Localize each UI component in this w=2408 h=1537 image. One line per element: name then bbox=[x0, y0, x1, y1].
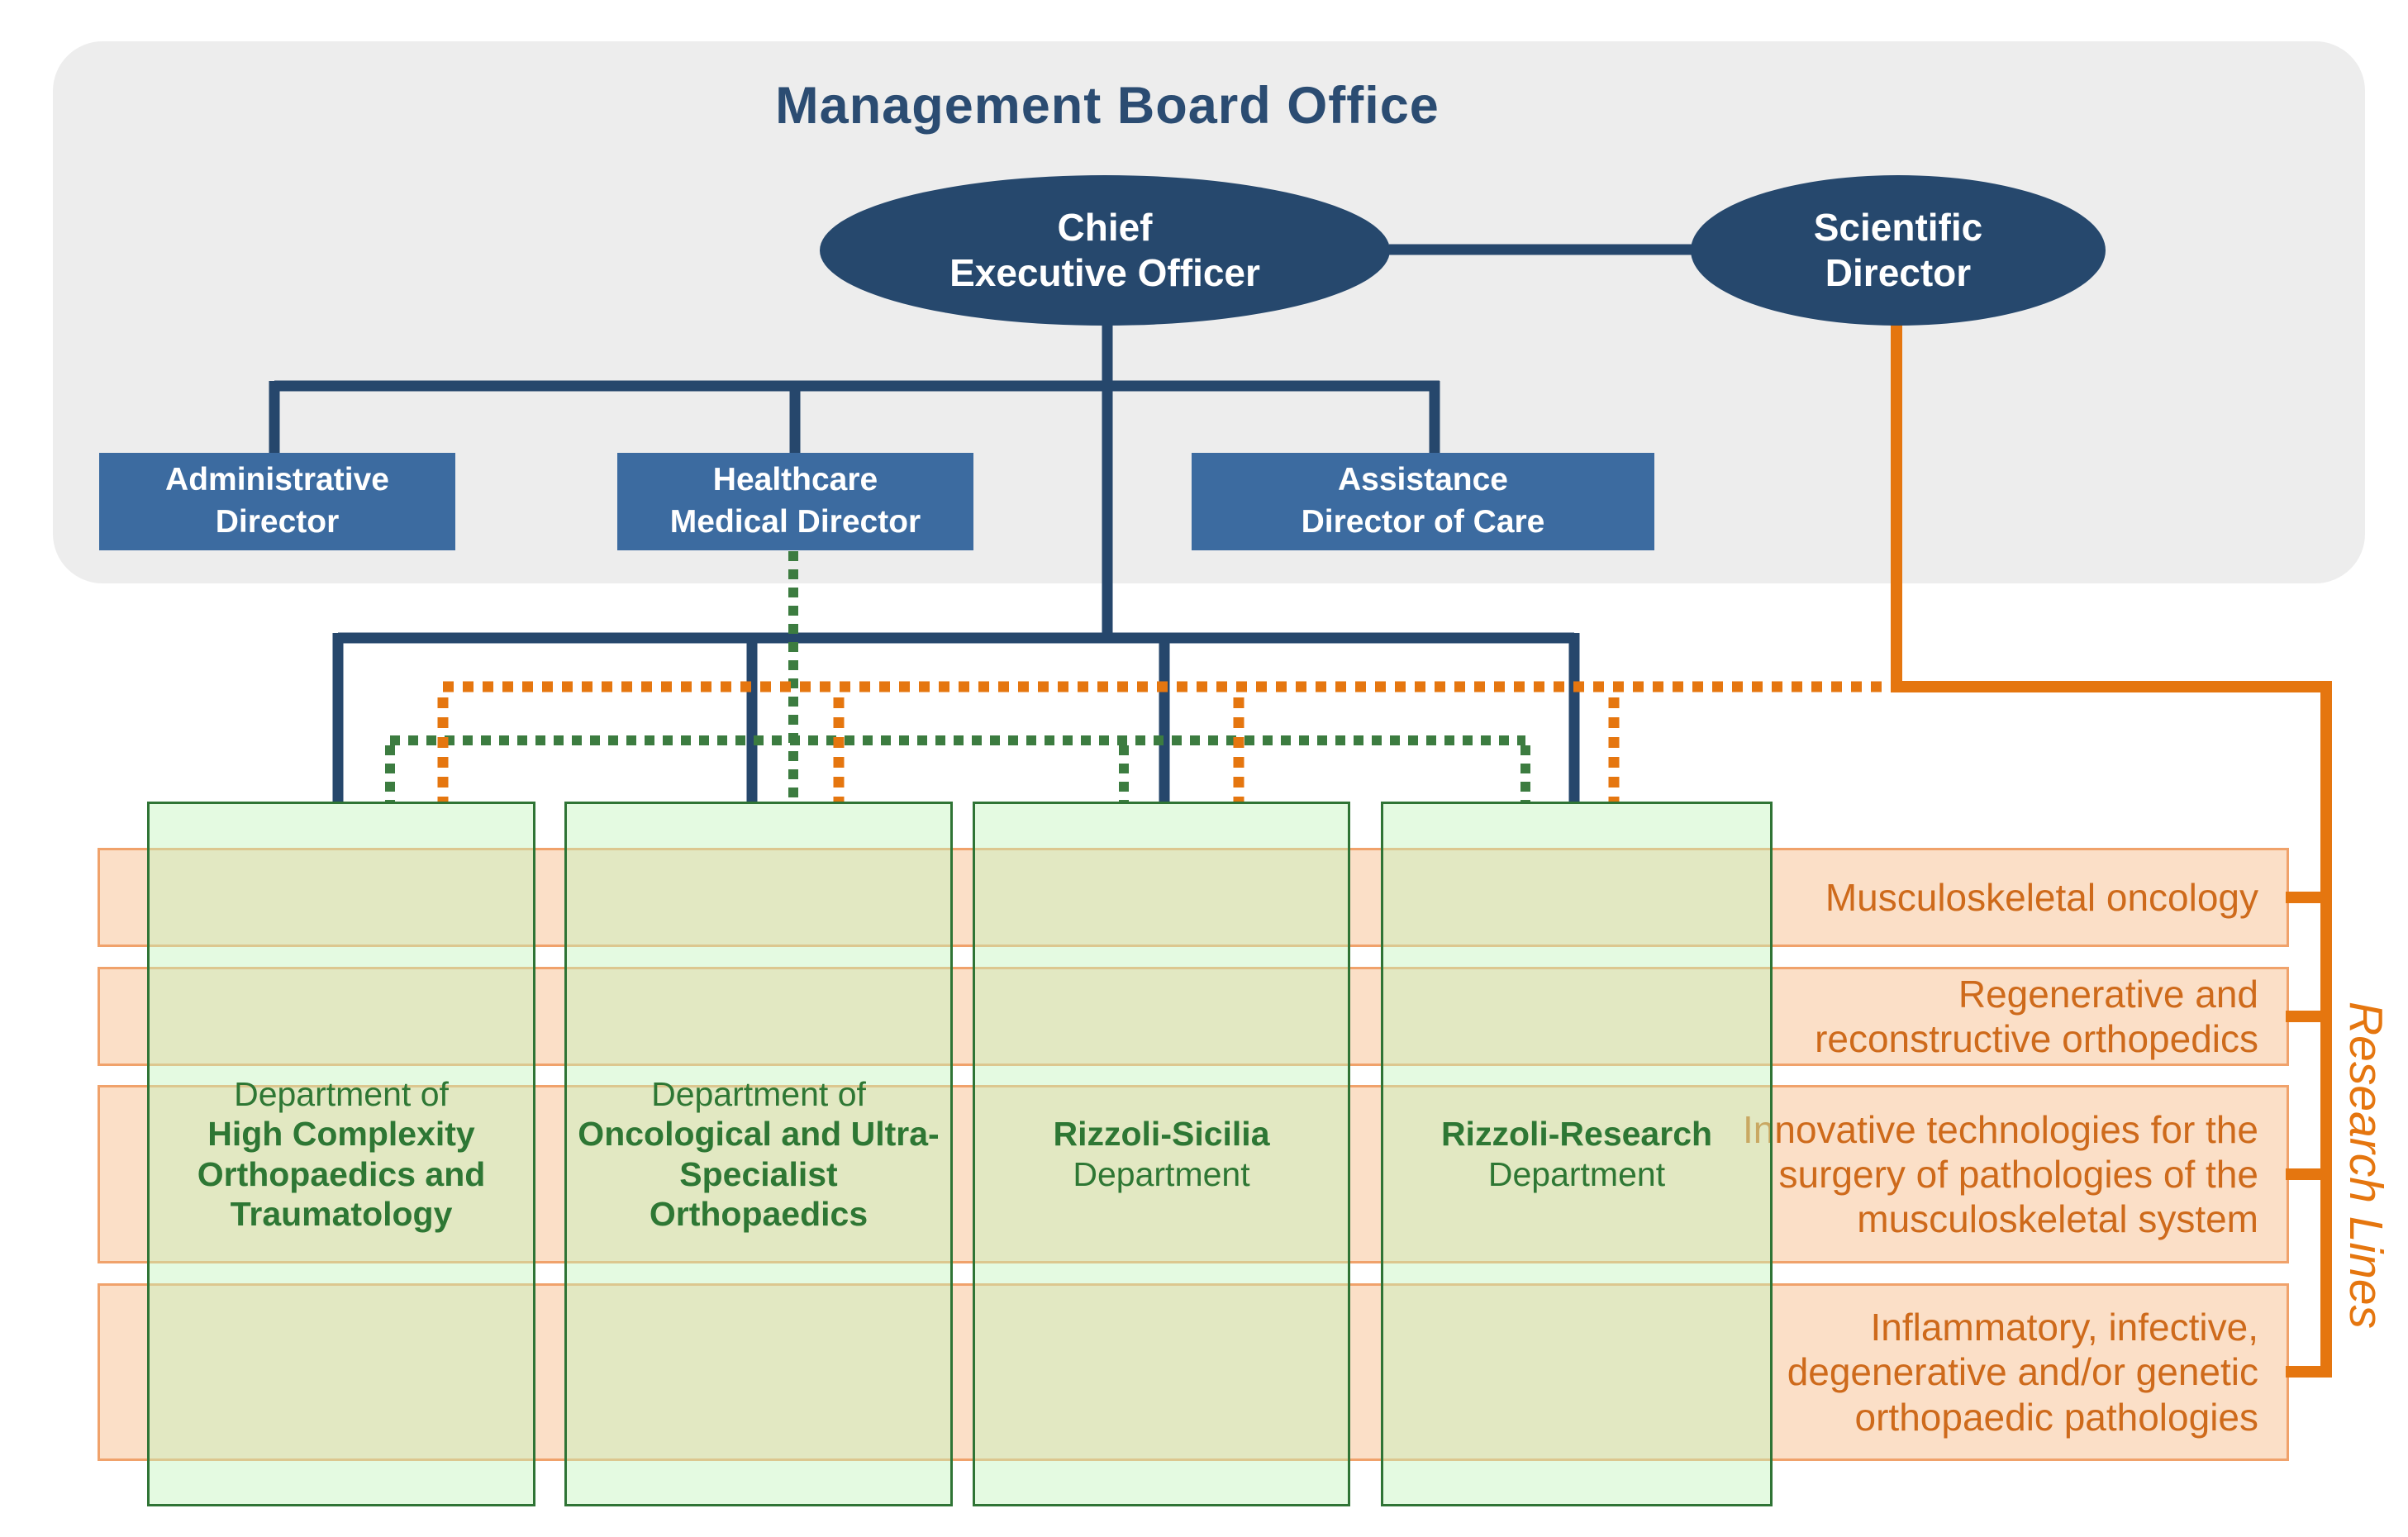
scientific-director-label-line1: Scientific bbox=[1813, 205, 1983, 249]
department-box-oncological: Department of Oncological and Ultra-Spec… bbox=[564, 802, 953, 1506]
administrative-director-box: Administrative Director bbox=[99, 453, 455, 550]
department-prefix: Department of bbox=[651, 1074, 866, 1113]
scientific-director-node: Scientific Director bbox=[1691, 175, 2106, 326]
assistance-director-label-line1: Assistance bbox=[1338, 462, 1508, 498]
department-label: Department of High Complexity Orthopaedi… bbox=[159, 1074, 523, 1235]
department-box-high-complexity: Department of High Complexity Orthopaedi… bbox=[147, 802, 535, 1506]
page-title: Management Board Office bbox=[775, 77, 1440, 135]
healthcare-medical-director-box: Healthcare Medical Director bbox=[617, 453, 973, 550]
research-line-label: Regenerative and reconstructive orthoped… bbox=[1815, 972, 2258, 1060]
administrative-director-label-line2: Director bbox=[215, 504, 340, 540]
assistance-director-of-care-box: Assistance Director of Care bbox=[1192, 453, 1654, 550]
department-name: Rizzoli-Research bbox=[1440, 1115, 1713, 1154]
department-prefix: Department bbox=[1487, 1154, 1666, 1193]
scientific-director-label-line2: Director bbox=[1825, 251, 1972, 294]
research-line-row-inflammatory: Inflammatory, infective, degenerative an… bbox=[98, 1283, 2289, 1461]
department-label: Rizzoli-Research Department bbox=[1441, 1114, 1712, 1194]
department-prefix: Department bbox=[1073, 1154, 1250, 1193]
department-name: High Complexity Orthopaedics and Traumat… bbox=[197, 1115, 486, 1233]
research-line-label: Musculoskeletal oncology bbox=[1825, 875, 2258, 919]
healthcare-medical-director-label-line1: Healthcare bbox=[712, 462, 878, 498]
green-dotted-connectors bbox=[385, 551, 1530, 803]
research-line-row-musculoskeletal-oncology: Musculoskeletal oncology bbox=[98, 848, 2289, 947]
administrative-director-label-line1: Administrative bbox=[165, 462, 389, 498]
department-box-rizzoli-sicilia: Rizzoli-Sicilia Department bbox=[973, 802, 1350, 1506]
ceo-label-line2: Executive Officer bbox=[949, 251, 1260, 294]
research-line-label: Inflammatory, infective, degenerative an… bbox=[1787, 1306, 2258, 1439]
department-label: Department of Oncological and Ultra-Spec… bbox=[577, 1074, 940, 1235]
department-label: Rizzoli-Sicilia Department bbox=[1054, 1114, 1270, 1194]
research-line-label: Innovative technologies for the surgery … bbox=[1743, 1107, 2258, 1241]
research-line-row-regenerative: Regenerative and reconstructive orthoped… bbox=[98, 967, 2289, 1066]
orange-dotted-connectors bbox=[437, 681, 1900, 803]
department-prefix: Department of bbox=[234, 1074, 449, 1113]
department-name: Rizzoli-Sicilia bbox=[1053, 1115, 1270, 1154]
assistance-director-label-line2: Director of Care bbox=[1301, 504, 1545, 540]
ceo-label-line1: Chief bbox=[1057, 205, 1153, 249]
research-line-row-innovative-technologies: Innovative technologies for the surgery … bbox=[98, 1085, 2289, 1263]
department-box-rizzoli-research: Rizzoli-Research Department bbox=[1381, 802, 1773, 1506]
ceo-node: Chief Executive Officer bbox=[820, 175, 1390, 326]
healthcare-medical-director-label-line2: Medical Director bbox=[669, 504, 921, 540]
research-lines-axis-label: Research Lines bbox=[2339, 1001, 2392, 1330]
department-name: Oncological and Ultra-Specialist Orthopa… bbox=[578, 1115, 940, 1233]
